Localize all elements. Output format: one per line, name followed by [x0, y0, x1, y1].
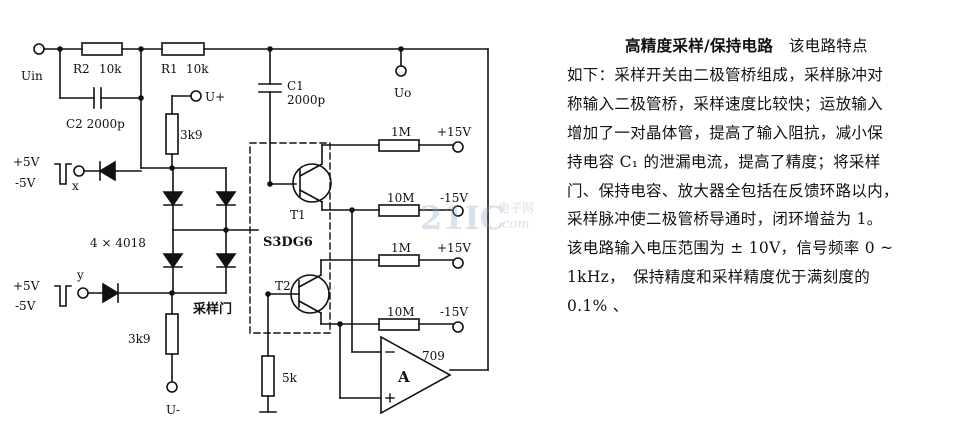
c1-value: 2000p — [287, 93, 326, 107]
description-line: 该电路特点 — [788, 37, 868, 55]
t2-label: T2 — [275, 279, 291, 293]
r1m-top-label: 1M — [391, 125, 411, 139]
gate-label: 采样门 — [192, 301, 232, 317]
y-high-label: +5V — [13, 279, 40, 293]
m15-top-label: -15V — [440, 191, 468, 205]
x-low-label: -5V — [15, 176, 36, 190]
description-line: 采样脉冲使二极管桥导通时，闭环增益为 1。 — [567, 210, 883, 229]
r3k9-bottom-resistor — [165, 313, 179, 355]
s3dg6-dashed-box — [249, 142, 331, 334]
opamp-label: A — [397, 368, 410, 386]
r1m-top-resistor — [378, 139, 420, 152]
uo-label: Uo — [394, 86, 411, 100]
diodes-label: 4 × 4018 — [90, 236, 146, 250]
description-title: 高精度采样/保持电路 — [625, 36, 774, 55]
y-low-label: -5V — [15, 299, 36, 313]
y-label: y — [76, 268, 84, 282]
r10m-bottom-label: 10M — [387, 305, 415, 319]
r1-value: 10k — [186, 62, 209, 76]
description-line-1: 高精度采样/保持电路 该电路特点 — [567, 32, 947, 61]
description-text: 高精度采样/保持电路 该电路特点 如下：采样开关由二极管桥组成，采样脉冲对 称输… — [567, 32, 947, 321]
m15-bottom-terminal — [452, 321, 464, 333]
description-line: 1kHz， 保持精度和采样精度优于满刻度的 — [567, 268, 870, 287]
r2-label: R2 — [73, 62, 90, 76]
description-line: 增加了一对晶体管，提高了输入阻抗，减小保 — [567, 123, 884, 142]
description-line: 称输入二极管桥，采样速度比较快；运放输入 — [567, 94, 884, 113]
p15-top-label: +15V — [437, 125, 471, 139]
c2-label: C2 2000p — [66, 117, 125, 131]
r2-value: 10k — [99, 62, 122, 76]
description-line: 该电路输入电压范围为 ± 10V，信号频率 0 ~ — [567, 239, 894, 258]
m15-top-terminal — [452, 205, 464, 217]
p15-bottom-terminal — [452, 257, 464, 269]
x-label: x — [72, 179, 79, 193]
watermark-logo: 21IC — [420, 199, 505, 237]
description-line: 如下：采样开关由二极管桥组成，采样脉冲对 — [567, 65, 884, 84]
y-pulse-waveform — [54, 285, 72, 307]
uplus-terminal — [190, 90, 202, 102]
x-terminal — [73, 165, 85, 177]
watermark-cn: 电子网 — [498, 201, 534, 215]
t1-label: T1 — [290, 208, 306, 222]
uin-terminal — [33, 43, 45, 55]
p15-bottom-label: +15V — [437, 241, 471, 255]
r1m-bottom-label: 1M — [391, 241, 411, 255]
opamp-a — [380, 335, 452, 415]
uplus-label: U+ — [205, 90, 225, 104]
r10m-bottom-resistor — [378, 318, 420, 331]
opamp-number: 709 — [422, 349, 445, 363]
description-line: 门、保持电容、放大器全包括在反馈环路以内， — [567, 181, 899, 200]
r5k-label: 5k — [282, 371, 298, 385]
s3dg6-label: S3DG6 — [263, 235, 313, 250]
uminus-terminal — [166, 381, 178, 393]
r3k9-bottom-label: 3k9 — [128, 332, 151, 346]
r1-resistor — [161, 42, 205, 56]
p15-top-terminal — [452, 141, 464, 153]
description-line: 0.1% 、 — [567, 297, 629, 316]
r2-resistor — [81, 42, 123, 56]
x-pulse-waveform — [54, 163, 72, 185]
uin-label: Uin — [21, 69, 43, 83]
y-terminal — [77, 287, 89, 299]
r5k-resistor — [261, 355, 275, 397]
description-line: 持电容 C₁ 的泄漏电流，提高了精度；将采样 — [567, 152, 881, 171]
r3k9-top-label: 3k9 — [180, 128, 203, 142]
r1-label: R1 — [161, 62, 178, 76]
m15-bottom-label: -15V — [440, 305, 468, 319]
uminus-label: U- — [166, 403, 180, 417]
t1-transistor — [292, 163, 332, 203]
x-high-label: +5V — [13, 155, 40, 169]
uo-terminal — [395, 65, 407, 77]
watermark-com: .com — [498, 217, 530, 232]
circuit-diagram: Uin R2 10k R1 10k C2 2000p C1 2000p Uo U… — [13, 42, 534, 417]
r10m-top-label: 10M — [387, 191, 415, 205]
r1m-bottom-resistor — [378, 254, 420, 267]
r10m-top-resistor — [378, 204, 420, 217]
c1-label: C1 — [287, 79, 304, 93]
r3k9-top-resistor — [165, 113, 179, 155]
